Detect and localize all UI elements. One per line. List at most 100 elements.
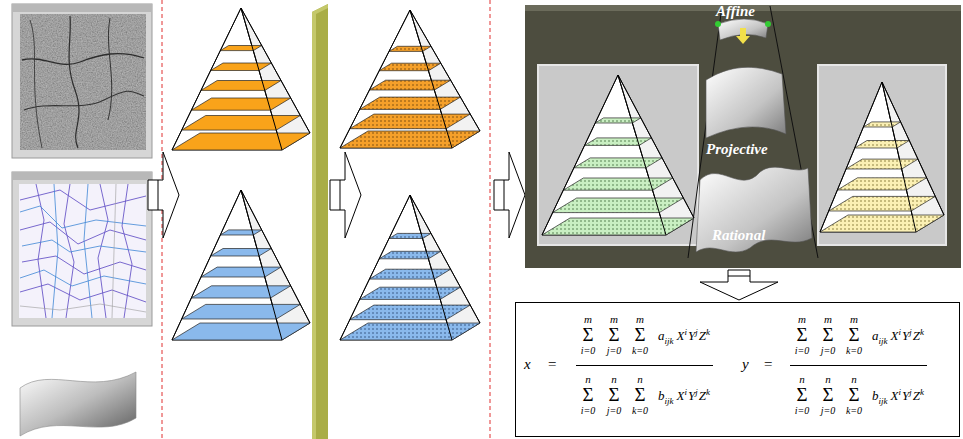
sum-sign: Σ — [813, 384, 843, 405]
pyramid-edge — [172, 8, 241, 150]
pyramid-level — [211, 63, 272, 71]
pyramid-level — [379, 63, 441, 70]
pyramid-edge — [820, 82, 882, 232]
image-pyramid — [172, 8, 310, 150]
pyramid-level — [340, 131, 480, 148]
surface-sheet — [20, 372, 136, 436]
pyramid-level — [553, 198, 684, 213]
pyramid-edge — [618, 75, 694, 218]
pyramid-level — [585, 138, 652, 146]
sum-limit: i=0 — [787, 405, 817, 417]
pyramid-edge — [241, 190, 310, 323]
pyramid-level — [389, 46, 431, 51]
transform-surfaces — [688, 6, 818, 258]
sum-sign: Σ — [839, 384, 869, 405]
variable: X — [891, 328, 899, 343]
sum-limit: j=0 — [813, 405, 843, 417]
pyramid-level — [837, 178, 926, 190]
variable: X — [677, 328, 685, 343]
sum-sign: Σ — [787, 324, 817, 345]
divider-bar-edge — [312, 4, 328, 439]
exponent: j — [909, 387, 912, 397]
source-pyramid — [542, 75, 694, 235]
pyramid-edge — [241, 8, 282, 150]
pyramid-level — [201, 81, 281, 91]
pyramid-level — [846, 159, 918, 169]
model-label: Affine — [716, 2, 755, 20]
sum-sign: Σ — [599, 324, 629, 345]
equals-sign: = — [548, 356, 556, 373]
pyramid-level — [191, 286, 290, 298]
subscript: ijk — [665, 336, 674, 346]
equation-variable: x — [524, 356, 531, 373]
coefficient: b — [872, 388, 879, 403]
pyramid-level — [191, 98, 290, 110]
exponent: i — [898, 387, 901, 397]
sum-sign: Σ — [599, 384, 629, 405]
equals-sign: = — [764, 356, 772, 373]
variable: Y — [688, 328, 695, 343]
pyramid-level — [201, 267, 281, 277]
pyramid-level — [172, 133, 310, 150]
pyramid-level — [220, 230, 261, 235]
subscript: ijk — [665, 396, 674, 406]
sum-limit: j=0 — [813, 345, 843, 357]
pyramid-level — [360, 287, 461, 299]
separator-line — [162, 0, 163, 439]
pyramid-edge — [172, 190, 241, 340]
pyramid-level — [820, 215, 944, 232]
pyramid-level — [863, 122, 900, 127]
pyramid-edge — [241, 8, 310, 133]
coefficient: a — [658, 328, 665, 343]
map-image — [12, 172, 152, 326]
sum-sign: Σ — [787, 384, 817, 405]
subscript: ijk — [879, 396, 888, 406]
pyramid-level — [220, 46, 261, 51]
exponent: k — [920, 327, 924, 337]
exponent: k — [706, 327, 710, 337]
pyramid-level — [340, 323, 480, 340]
variable: Z — [913, 388, 920, 403]
pyramid-edge — [410, 195, 480, 323]
model-label: Rational — [712, 226, 765, 244]
target-pyramid — [820, 82, 944, 232]
pyramid-level — [379, 251, 441, 258]
model-label: Projective — [706, 140, 768, 158]
pyramid-level — [211, 249, 272, 257]
equation-variable: y — [742, 356, 749, 373]
pyramid-edge — [340, 10, 410, 148]
term: aijkXiYjZk — [658, 327, 711, 346]
pyramid-level — [350, 114, 470, 129]
sum-limit: j=0 — [599, 345, 629, 357]
pyramid-edge — [542, 75, 618, 235]
subscript: ijk — [879, 336, 888, 346]
sum-limit: k=0 — [625, 345, 655, 357]
variable: Y — [688, 388, 695, 403]
pyramid-level — [542, 218, 694, 235]
exponent: i — [898, 327, 901, 337]
fraction-line — [576, 365, 713, 366]
exponent: k — [706, 387, 710, 397]
pyramid-level — [574, 158, 662, 168]
pyramid-edge — [882, 82, 944, 215]
coefficient: a — [872, 328, 879, 343]
pyramid-edge — [410, 195, 452, 340]
sum-limit: i=0 — [787, 345, 817, 357]
pyramid-edge — [340, 195, 410, 340]
exponent: k — [920, 387, 924, 397]
photo-image — [12, 4, 152, 158]
variable: Z — [699, 328, 706, 343]
pyramid-level — [172, 323, 310, 340]
term: aijkXiYjZk — [872, 327, 925, 346]
pyramid-level — [369, 80, 450, 90]
sum-sign: Σ — [573, 324, 603, 345]
variable: Y — [902, 328, 909, 343]
term: bijkXiYjZk — [872, 387, 925, 406]
block-arrow — [148, 152, 525, 238]
exponent: i — [684, 387, 687, 397]
exponent: i — [684, 327, 687, 337]
down-arrow-line — [728, 276, 750, 277]
sum-sign: Σ — [813, 324, 843, 345]
sum-limit: k=0 — [625, 405, 655, 417]
variable: Z — [699, 388, 706, 403]
